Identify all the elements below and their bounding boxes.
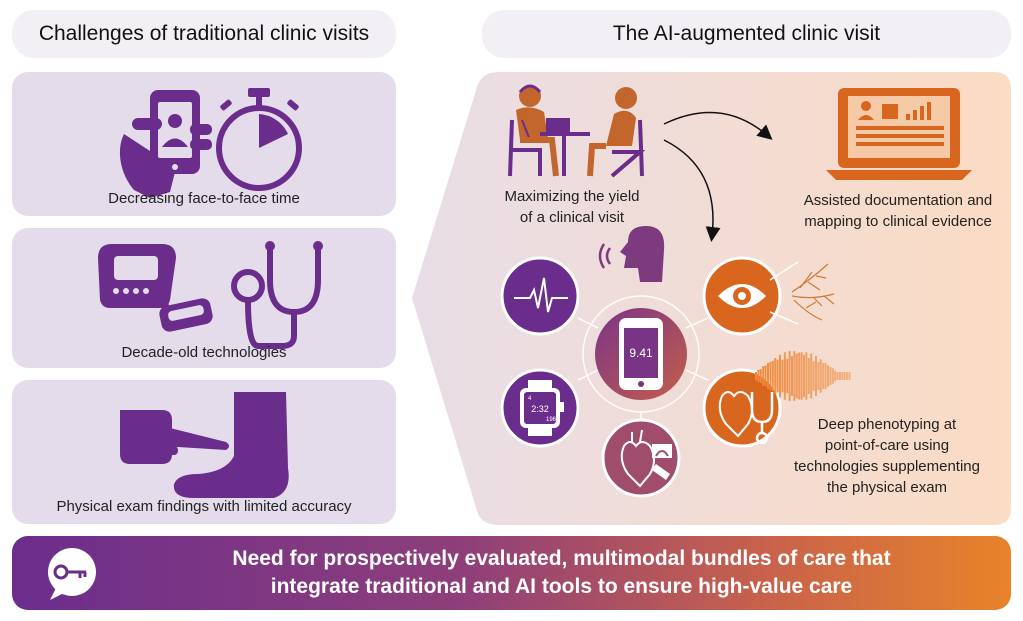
left-header: Challenges of traditional clinic visits (12, 10, 396, 58)
documentation-line1: Assisted documentation and (804, 192, 992, 209)
challenge-card-technologies: Decade-old technologies (12, 228, 396, 368)
key-speech-bubble-icon (48, 548, 96, 600)
ultrasound-node (601, 418, 681, 498)
pointing-hand-icon (120, 410, 229, 464)
right-header: The AI-augmented clinic visit (482, 10, 1011, 58)
ecg-waveform-icon (514, 277, 568, 313)
challenge-card-physical-exam: Physical exam findings with limited accu… (12, 380, 396, 524)
physical-exam-caption: Physical exam findings with limited accu… (56, 498, 352, 515)
heart-stethoscope-icon (718, 391, 774, 445)
speaking-head-icon (598, 226, 665, 282)
conclusion-line1: Need for prospectively evaluated, multim… (232, 547, 891, 570)
phenotyping-line1: Deep phenotyping at (817, 416, 957, 433)
physical-exam-illustration (120, 392, 289, 498)
smartwatch-icon (520, 380, 564, 436)
blood-pressure-monitor-icon (98, 244, 213, 332)
smartphone-hand-icon (119, 90, 212, 198)
eye-icon (718, 284, 766, 308)
retina-vessels-icon (791, 263, 835, 321)
conclusion-line2: integrate traditional and AI tools to en… (270, 575, 853, 598)
technologies-illustration (98, 241, 323, 349)
smartphone-icon (619, 318, 663, 390)
arrow-to-phenotyping (663, 139, 721, 242)
heart-ultrasound-icon (620, 429, 672, 488)
connector-lines (577, 317, 709, 420)
stopwatch-icon (216, 88, 302, 191)
conclusion-banner: Need for prospectively evaluated, multim… (12, 536, 1011, 610)
foot-icon (173, 392, 289, 498)
doctor-patient-icon (508, 84, 646, 178)
right-header-text: The AI-augmented clinic visit (612, 22, 881, 45)
heart-sound-wave-icon (755, 351, 851, 401)
phenotyping-line2: point-of-care using (824, 437, 950, 454)
watch-heart-rate: 196 (546, 417, 557, 423)
conclusion-text: Need for prospectively evaluated, multim… (142, 545, 981, 601)
left-header-text: Challenges of traditional clinic visits (38, 22, 370, 45)
phone-reading: 9.41 (629, 346, 653, 360)
arrow-to-documentation (663, 111, 773, 140)
visit-caption-line2: of a clinical visit (520, 209, 625, 226)
documentation-line2: mapping to clinical evidence (804, 213, 992, 230)
phenotyping-text: Deep phenotyping at point-of-care using … (792, 414, 982, 498)
phenotyping-line3: technologies supplementing (794, 458, 980, 475)
challenge-card-face-time: Decreasing face-to-face time (12, 72, 396, 216)
zoom-lines (769, 261, 799, 325)
watch-steps: 4 (528, 396, 532, 402)
face-time-caption: Decreasing face-to-face time (108, 190, 300, 207)
face-time-illustration (119, 88, 302, 198)
watch-time: 2:32 (531, 404, 549, 414)
laptop-icon (826, 88, 972, 180)
stethoscope-icon (231, 241, 323, 349)
visit-caption-line1: Maximizing the yield (504, 188, 639, 205)
phenotyping-line4: the physical exam (826, 479, 948, 496)
technologies-caption: Decade-old technologies (121, 344, 287, 361)
